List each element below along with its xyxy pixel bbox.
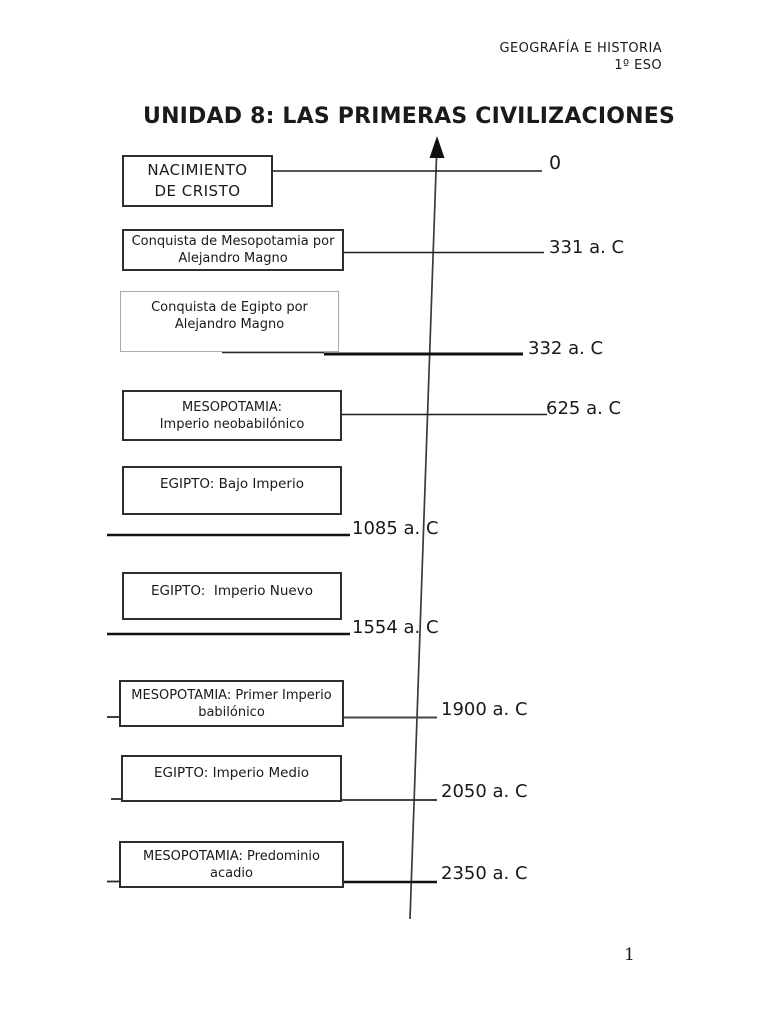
event-box-predominio-acadio: MESOPOTAMIA: Predominio acadio <box>119 841 344 888</box>
event-label: Conquista de Egipto por <box>151 300 308 315</box>
date-label-2350: 2350 a. C <box>441 863 528 884</box>
date-label-332: 332 a. C <box>528 338 604 359</box>
date-label-0: 0 <box>549 152 562 174</box>
event-label: DE CRISTO <box>154 182 241 200</box>
event-box-conquista-egipto: Conquista de Egipto por Alejandro Magno <box>120 291 339 352</box>
course-header-grade: 1º ESO <box>614 58 662 73</box>
event-label: MESOPOTAMIA: Primer Imperio <box>131 687 332 703</box>
event-label: EGIPTO: Imperio Nuevo <box>151 583 313 599</box>
event-box-imperio-nuevo: EGIPTO: Imperio Nuevo <box>122 572 342 620</box>
event-label: EGIPTO: Bajo Imperio <box>160 476 304 492</box>
course-header-subject: GEOGRAFÍA E HISTORIA <box>499 41 662 56</box>
event-box-nacimiento-de-cristo: NACIMIENTO DE CRISTO <box>122 155 273 207</box>
event-box-conquista-mesopotamia: Conquista de Mesopotamia por Alejandro M… <box>122 229 344 271</box>
date-label-1900: 1900 a. C <box>441 699 528 720</box>
event-label: Imperio neobabilónico <box>159 416 305 432</box>
page-title: UNIDAD 8: LAS PRIMERAS CIVILIZACIONES <box>143 104 676 129</box>
event-box-imperio-medio: EGIPTO: Imperio Medio <box>121 755 342 802</box>
event-label: acadio <box>210 865 253 881</box>
event-label: MESOPOTAMIA: Predominio <box>143 848 320 864</box>
event-label: babilónico <box>198 704 265 720</box>
event-label: Alejandro Magno <box>178 251 288 266</box>
event-label: EGIPTO: Imperio Medio <box>154 765 309 781</box>
event-box-bajo-imperio: EGIPTO: Bajo Imperio <box>122 466 342 515</box>
event-box-primer-imperio-babilonico: MESOPOTAMIA: Primer Imperio babilónico <box>119 680 344 727</box>
page-number: 1 <box>624 945 635 965</box>
event-label: Alejandro Magno <box>174 317 285 332</box>
arrow-up-icon <box>429 136 445 158</box>
date-label-625: 625 a. C <box>546 398 622 419</box>
event-label: MESOPOTAMIA: <box>182 399 282 415</box>
date-label-2050: 2050 a. C <box>441 781 528 802</box>
event-box-imperio-neobabilonico: MESOPOTAMIA: Imperio neobabilónico <box>122 390 342 441</box>
course-header: GEOGRAFÍA E HISTORIA 1º ESO <box>500 40 662 74</box>
date-label-1085: 1085 a. C <box>352 518 439 539</box>
event-label: Conquista de Mesopotamia por <box>131 234 335 249</box>
date-label-331: 331 a. C <box>549 237 625 258</box>
event-label: NACIMIENTO <box>147 161 248 179</box>
date-label-1554: 1554 a. C <box>352 617 439 638</box>
